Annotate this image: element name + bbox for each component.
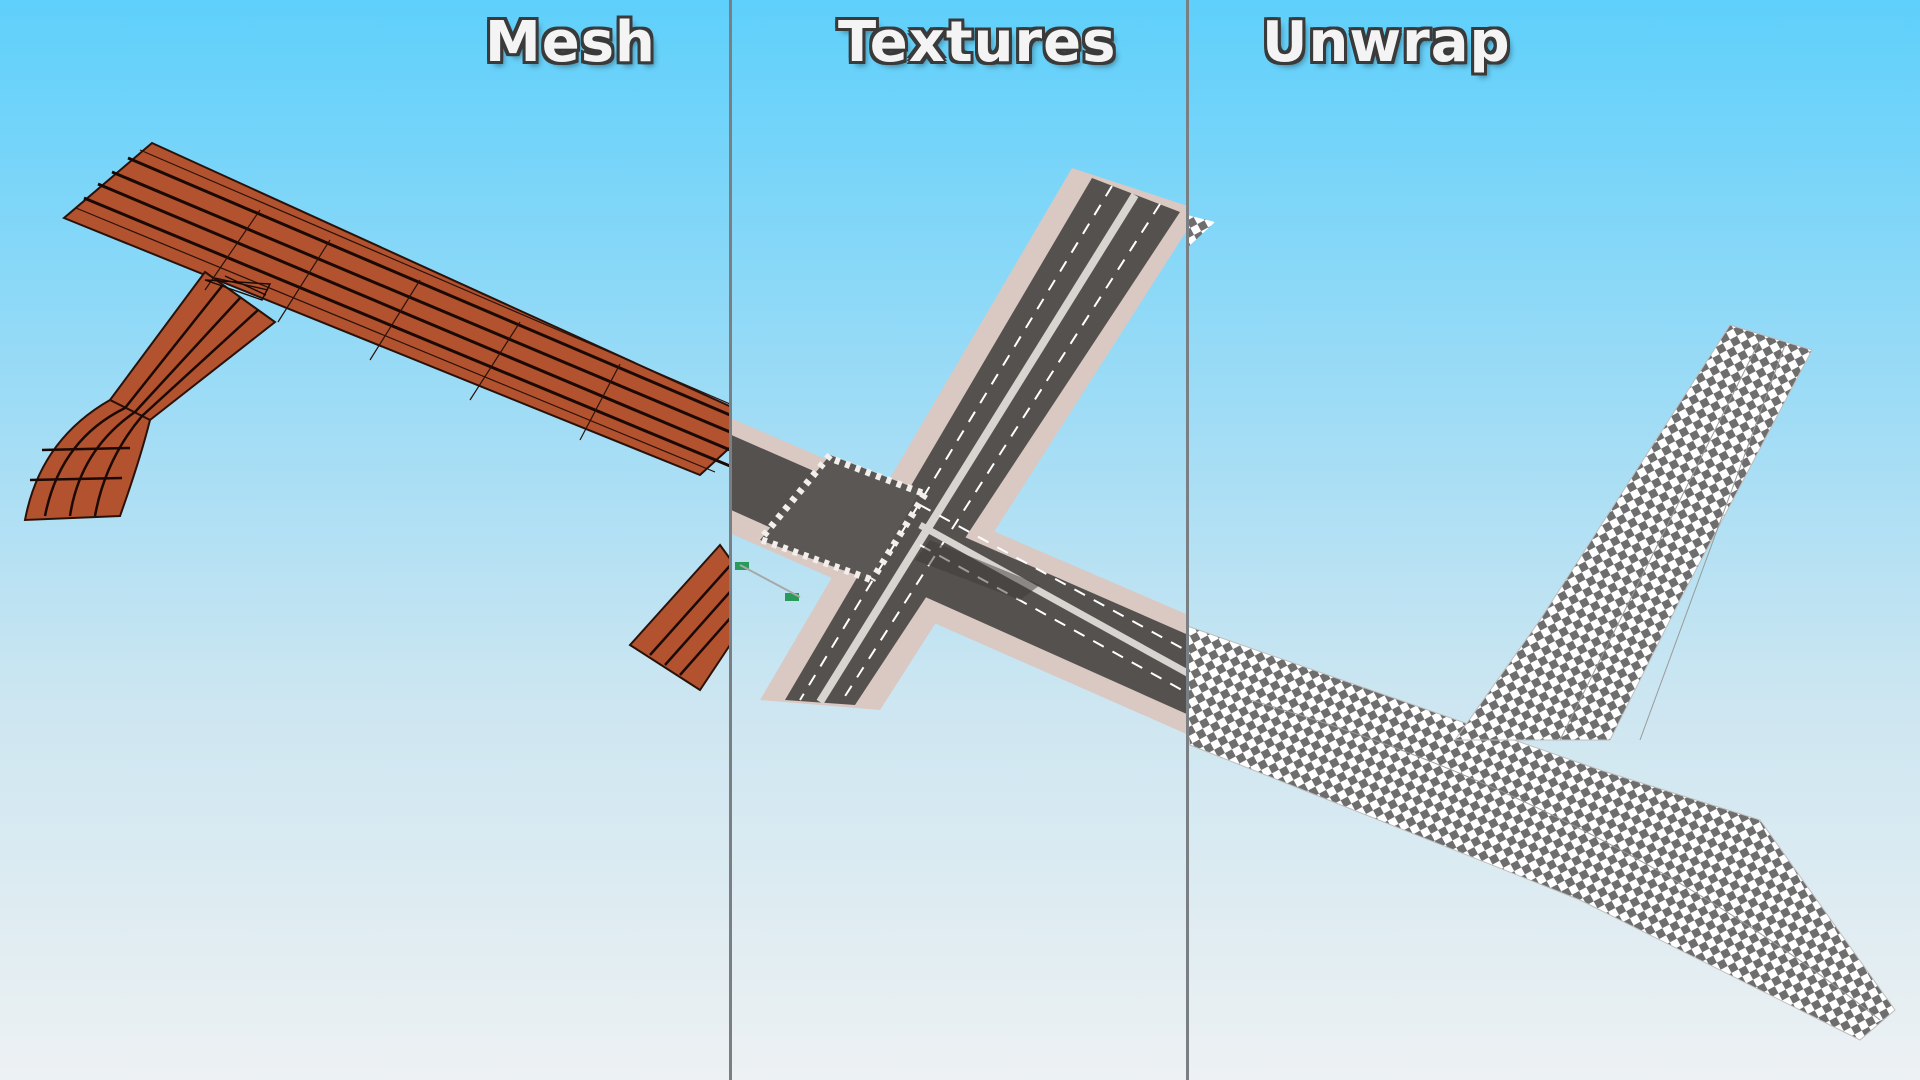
mesh-view (23, 141, 730, 692)
unwrap-corner-patch (1187, 215, 1215, 248)
unwrap-main-road (1187, 625, 1896, 1041)
textured-intersection (760, 455, 920, 580)
panel-divider-left (729, 0, 732, 1080)
textures-view (730, 168, 1187, 735)
mesh-curve-road (23, 398, 152, 522)
unwrap-view (1187, 215, 1896, 1041)
panel-divider-right (1186, 0, 1189, 1080)
mesh-lane-lines (83, 156, 730, 468)
panel-label-mesh: Mesh (485, 10, 656, 75)
green-street-sign-icon (785, 593, 799, 601)
crosswalks (757, 452, 928, 584)
panel-label-unwrap: Unwrap (1262, 10, 1511, 75)
mesh-cross-road (628, 543, 730, 692)
mesh-main-road (62, 141, 730, 477)
unwrap-branch-road (1454, 324, 1813, 741)
panel-label-textures: Textures (838, 10, 1117, 75)
